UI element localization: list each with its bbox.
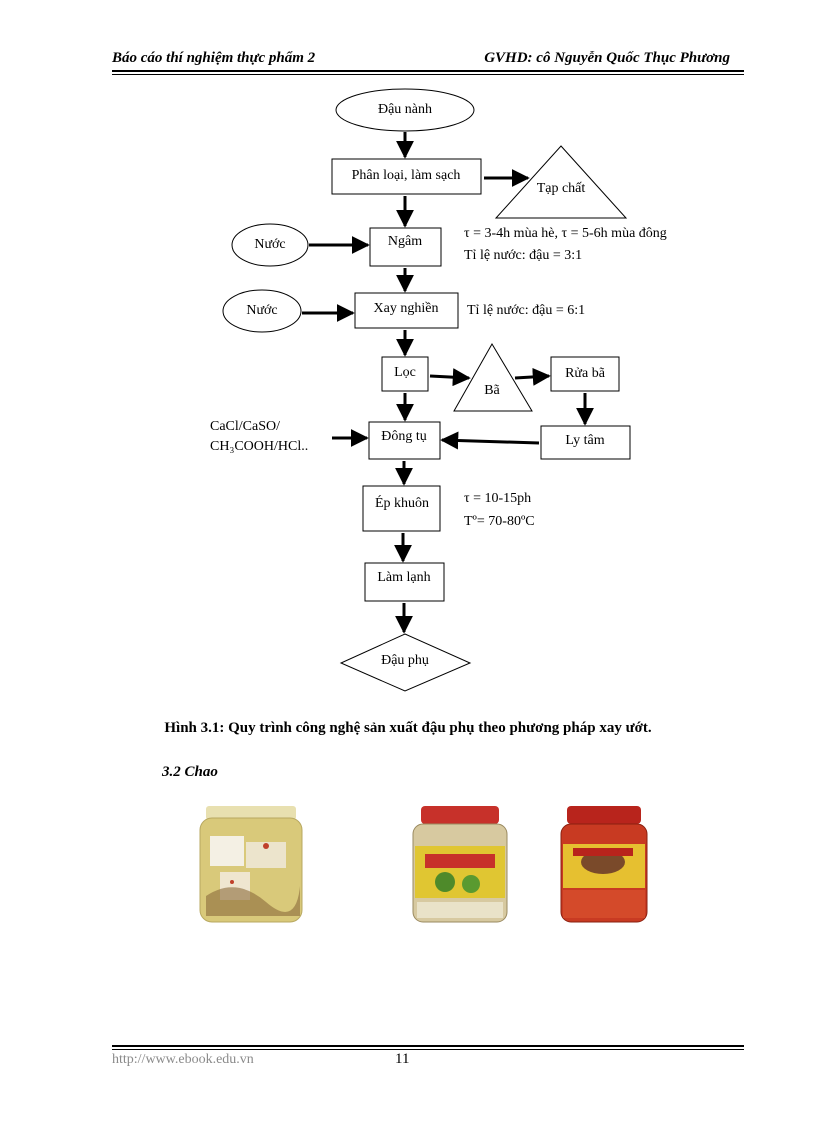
step-grind-box: [354, 292, 459, 329]
step-filter-box: [381, 356, 429, 392]
end-diamond: [339, 633, 472, 692]
press-time-note: τ = 10-15ph: [464, 491, 532, 506]
centrifuge-label: Ly tâm: [565, 433, 604, 448]
step-press-label: Ép khuôn: [375, 494, 429, 511]
footer-url: http://www.ebook.edu.vn: [112, 1052, 254, 1067]
soak-time-note: τ = 3-4h mùa hè, τ = 5-6h mùa đông: [464, 226, 667, 241]
step-sorting-label: Phân loại, làm sạch: [352, 168, 461, 183]
footer-rule-thick: [112, 1045, 744, 1047]
coagulant-note-line1: CaCl/CaSO/: [210, 419, 281, 434]
header-rule-thin: [112, 74, 744, 75]
page-number: 11: [395, 1051, 410, 1067]
water-label-1: Nước: [254, 237, 285, 252]
coagulant-note-line2: CH₃COOH/HCl..: [210, 439, 309, 454]
wash-residue-box: [550, 356, 620, 392]
step-cool-label: Làm lạnh: [377, 570, 430, 585]
step-soak-box: [369, 227, 442, 267]
fermented-tofu-jar-photo-2: [412, 806, 508, 923]
footer-rule-thin: [112, 1049, 744, 1050]
end-label: Đậu phụ: [381, 653, 429, 668]
centrifuge-box: [540, 425, 631, 460]
section-heading: 3.2 Chao: [162, 764, 218, 780]
fermented-tofu-jar-photo-1: [199, 806, 303, 923]
step-soak-label: Ngâm: [388, 234, 422, 249]
water-ellipse-2: [222, 289, 302, 333]
water-label-2: Nước: [246, 303, 277, 318]
step-coagulate-box: [368, 421, 441, 460]
start-label: Đậu nành: [378, 102, 432, 117]
step-cool-box: [364, 562, 445, 602]
step-sorting-box: [331, 158, 482, 195]
step-filter-label: Lọc: [394, 365, 416, 380]
wash-residue-label: Rửa bã: [565, 366, 606, 381]
header-rule-thick: [112, 70, 744, 72]
step-grind-label: Xay nghiền: [374, 301, 439, 316]
soak-ratio-note: Tỉ lệ nước: đậu = 3:1: [464, 248, 583, 263]
water-ellipse-1: [231, 223, 309, 267]
figure-caption: Hình 3.1: Quy trình công nghệ sản xuất đ…: [164, 720, 652, 736]
step-press-box: [362, 485, 441, 532]
header-left-title: Báo cáo thí nghiệm thực phẩm 2: [112, 50, 316, 66]
flow-arrows: [302, 132, 594, 634]
header-right-title: GVHD: cô Nguyễn Quốc Thục Phương: [484, 50, 730, 66]
impurity-label: Tạp chất: [537, 181, 586, 196]
press-temp-note: Tº= 70-80ºC: [464, 514, 535, 529]
step-coagulate-label: Đông tụ: [381, 429, 427, 444]
residue-triangle: [453, 343, 533, 412]
start-ellipse: [335, 88, 475, 132]
fermented-tofu-jar-photo-3: [560, 806, 648, 923]
residue-label: Bã: [484, 383, 500, 398]
grind-ratio-note: Tỉ lệ nước: đậu = 6:1: [467, 303, 586, 318]
